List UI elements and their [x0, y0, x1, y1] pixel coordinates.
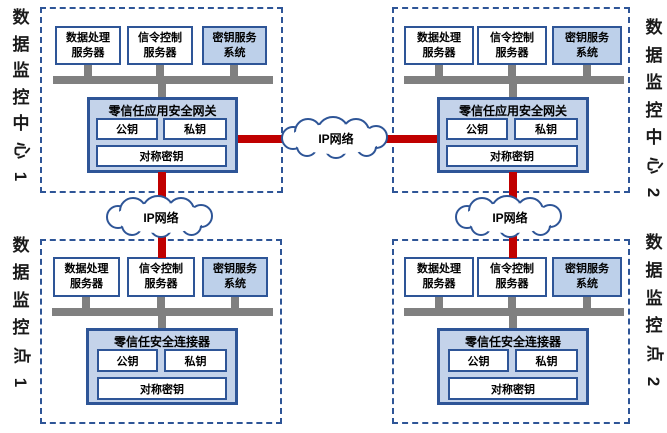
- data-processing-server-box: 数据处理 服务器: [55, 26, 121, 65]
- cloud-body: [290, 124, 382, 154]
- ip-network-label: IP网络: [318, 131, 354, 146]
- server-label: 信令控制 服务器: [138, 31, 182, 59]
- ip-network-cloud: IP网络: [455, 195, 564, 238]
- bus-stub: [583, 297, 591, 308]
- gateway-bus-stub: [509, 84, 517, 97]
- ip-network-cloud: IP网络: [106, 195, 215, 238]
- server-label: 数据处理 服务器: [417, 31, 461, 59]
- server-label: 密钥服务 系统: [213, 263, 257, 290]
- symmetric-key-box: 对称密钥: [448, 377, 578, 400]
- gateway-bus-stub: [158, 84, 166, 97]
- bus-stub: [583, 65, 591, 76]
- key-service-system-box: 密钥服务 系统: [202, 257, 268, 297]
- signaling-control-server-box: 信令控制 服务器: [127, 26, 193, 65]
- server-label: 数据处理 服务器: [64, 263, 109, 290]
- zero-trust-gateway-box: 零信任应用安全网关 公钥 私钥 对称密钥: [437, 97, 589, 173]
- cloud-body: [115, 203, 207, 233]
- symmetric-key-box: 对称密钥: [96, 145, 227, 167]
- bus-stub: [230, 65, 238, 76]
- zero-trust-gateway-box: 零信任应用安全网关 公钥 私钥 对称密钥: [87, 97, 238, 173]
- gateway-title: 零信任应用安全网关: [108, 104, 217, 118]
- server-label: 数据处理 服务器: [417, 263, 461, 290]
- bus-stub: [508, 65, 516, 76]
- private-key-box: 私钥: [514, 118, 578, 140]
- server-label: 信令控制 服务器: [490, 263, 534, 290]
- public-key-box: 公钥: [446, 118, 508, 140]
- ip-network-label: IP网络: [143, 210, 179, 225]
- connector-title: 零信任安全连接器: [113, 335, 210, 349]
- symmetric-key-box: 对称密钥: [97, 377, 227, 400]
- public-key-box: 公钥: [96, 118, 158, 140]
- public-key-box: 公钥: [448, 349, 509, 372]
- gateway-title: 零信任应用安全网关: [458, 104, 567, 118]
- server-label: 密钥服务 系统: [565, 263, 609, 290]
- bus-stub: [84, 65, 92, 76]
- private-key-box: 私钥: [163, 118, 227, 140]
- data-processing-server-box: 数据处理 服务器: [404, 26, 474, 65]
- bus-stub: [157, 297, 165, 308]
- key-service-system-box: 密钥服务 系统: [552, 26, 622, 65]
- server-label: 信令控制 服务器: [139, 263, 183, 290]
- lan-bus: [53, 76, 273, 84]
- connector-bus-stub: [509, 316, 517, 328]
- server-label: 密钥服务 系统: [212, 31, 257, 59]
- lan-bus: [52, 308, 273, 316]
- connector-title: 零信任安全连接器: [464, 335, 561, 349]
- zero-trust-connector-box: 零信任安全连接器 公钥 私钥 对称密钥: [86, 328, 238, 405]
- server-label: 密钥服务 系统: [565, 31, 609, 59]
- bus-stub: [508, 297, 516, 308]
- signaling-control-server-box: 信令控制 服务器: [127, 257, 195, 297]
- data-processing-server-box: 数据处理 服务器: [53, 257, 120, 297]
- bus-stub: [435, 297, 443, 308]
- signaling-control-server-box: 信令控制 服务器: [477, 26, 547, 65]
- ip-network-label: IP网络: [492, 210, 528, 225]
- ip-network-cloud: IP网络: [281, 116, 390, 159]
- server-label: 信令控制 服务器: [490, 31, 534, 59]
- cloud-body: [464, 203, 556, 233]
- bus-stub: [156, 65, 164, 76]
- lan-bus: [404, 76, 624, 84]
- symmetric-key-box: 对称密钥: [446, 145, 578, 167]
- connector-bus-stub: [158, 316, 166, 328]
- signaling-control-server-box: 信令控制 服务器: [477, 257, 547, 297]
- bus-stub: [435, 65, 443, 76]
- key-service-system-box: 密钥服务 系统: [202, 26, 267, 65]
- data-processing-server-box: 数据处理 服务器: [404, 257, 474, 297]
- bus-stub: [82, 297, 90, 308]
- bus-stub: [231, 297, 239, 308]
- public-key-box: 公钥: [97, 349, 158, 372]
- private-key-box: 私钥: [515, 349, 578, 372]
- zero-trust-connector-box: 零信任安全连接器 公钥 私钥 对称密钥: [437, 328, 589, 405]
- key-service-system-box: 密钥服务 系统: [552, 257, 622, 297]
- private-key-box: 私钥: [164, 349, 227, 372]
- server-label: 数据处理 服务器: [66, 31, 110, 59]
- lan-bus: [404, 308, 624, 316]
